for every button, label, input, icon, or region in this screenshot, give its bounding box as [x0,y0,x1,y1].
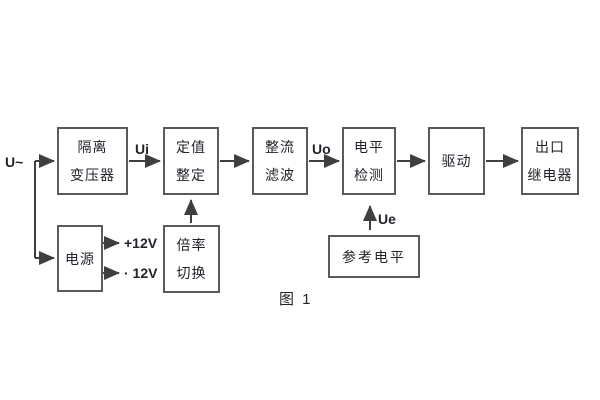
block-label: 出口 [535,139,565,155]
label-plus-12v: +12V [124,235,158,251]
label-ue: Ue [378,211,396,227]
block-label: 整流 [265,139,295,155]
block-label: 参考电平 [342,248,406,265]
block-ratio-switch: 倍率 切换 [163,225,220,293]
block-label: 整定 [176,167,206,183]
block-label: 定值 [176,139,206,155]
block-power-supply: 电源 [57,225,103,292]
block-label: 隔离 [77,139,108,155]
block-label: 继电器 [527,167,573,183]
block-label: 电平 [354,139,384,155]
block-output-relay: 出口 继电器 [521,127,579,195]
block-label: 电源 [65,250,95,267]
label-input-voltage: U~ [5,154,24,170]
block-label: 驱动 [441,153,472,169]
label-minus-12v: · 12V [124,265,158,281]
connector-input-branch [34,154,55,265]
label-uo: Uo [312,141,331,157]
block-isolation-transformer: 隔离 变压器 [57,127,128,195]
block-label: 滤波 [265,167,295,183]
block-setpoint-adjust: 定值 整定 [163,127,219,195]
label-ui: Ui [135,141,149,157]
block-reference-level: 参考电平 [328,235,420,278]
block-label: 切换 [176,265,207,281]
block-driver: 驱动 [428,127,485,195]
block-label: 变压器 [70,167,115,183]
block-level-detector: 电平 检测 [342,127,396,195]
block-label: 检测 [354,167,384,183]
block-rectifier-filter: 整流 滤波 [252,127,308,195]
block-label: 倍率 [176,237,207,253]
figure-caption: 图 1 [279,291,313,308]
